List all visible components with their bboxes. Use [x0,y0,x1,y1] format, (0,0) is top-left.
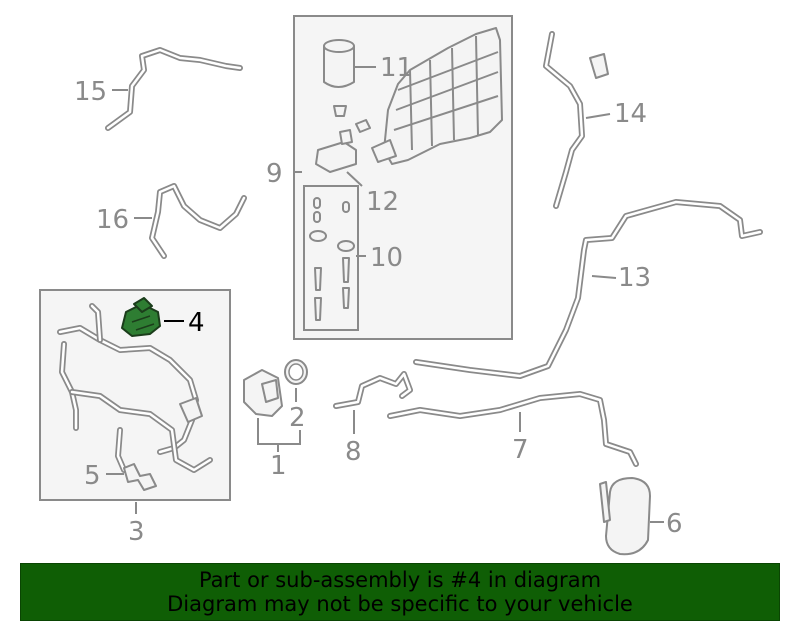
banner-line-1: Part or sub-assembly is #4 in diagram [198,568,602,592]
callout-11: 11 [380,53,413,83]
hardware-part-10 [309,197,355,321]
filter-part-11 [323,39,355,88]
callout-15: 15 [74,77,107,107]
hose-part-8 [333,371,413,409]
reservoir-part-6 [599,477,651,556]
callout-16: 16 [96,205,129,235]
wiring-harness-part-3 [57,303,213,473]
callout-8: 8 [345,437,362,467]
fitting [333,105,347,117]
highlighted-part-4 [121,297,161,337]
fitting [355,119,371,133]
tube-part-13 [413,199,763,379]
callout-12: 12 [366,187,399,217]
callout-5: 5 [84,461,101,491]
callout-4: 4 [188,308,205,338]
banner-line-2: Diagram may not be specific to your vehi… [167,592,633,616]
hose-part-15 [105,47,243,131]
seal-part-2 [284,359,308,385]
callout-2: 2 [289,403,306,433]
callout-1: 1 [270,451,287,481]
tube-part-7 [387,391,639,467]
callout-3: 3 [128,517,145,547]
callout-9: 9 [266,159,283,189]
callout-7: 7 [512,435,529,465]
parts-diagram: 11 12 9 10 14 13 15 16 4 5 3 1 2 8 7 6 [39,15,763,556]
part-info-banner: Part or sub-assembly is #4 in diagram Di… [20,563,780,621]
charcoal-canister [371,27,503,165]
hose-part-16 [149,183,247,259]
clip-part-5 [123,463,157,491]
callout-13: 13 [618,263,651,293]
hose-part-14 [543,31,609,209]
callout-6: 6 [666,509,683,539]
purge-valve-part-12 [315,129,357,173]
callout-14: 14 [614,99,647,129]
callout-10: 10 [370,243,403,273]
bracket-part-1 [243,369,283,417]
